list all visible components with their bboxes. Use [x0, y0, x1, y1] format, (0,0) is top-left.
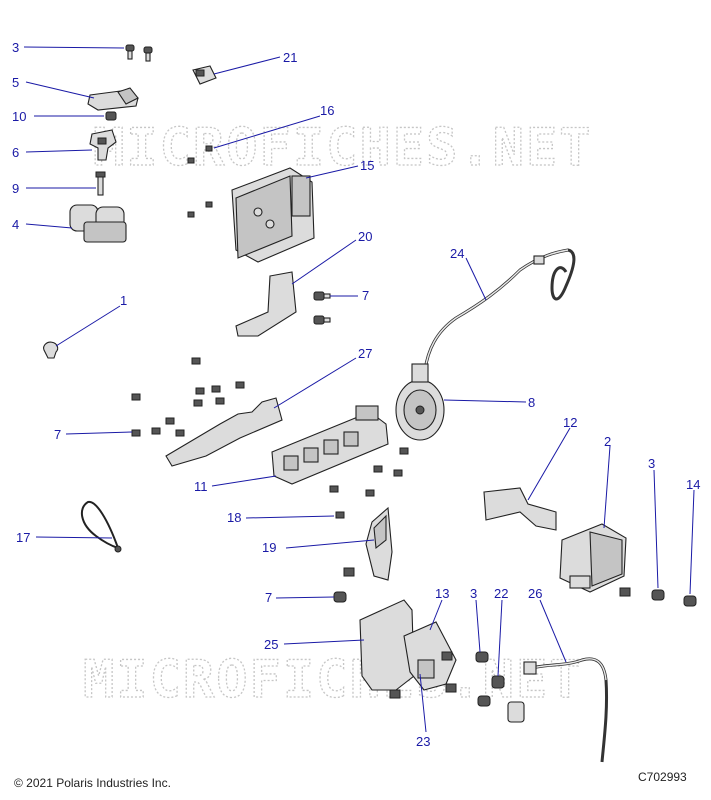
callout-23: 23	[416, 673, 430, 749]
callout-24: 24	[450, 246, 487, 301]
callout-13: 13	[429, 586, 449, 631]
callout-3-right: 3	[648, 456, 659, 589]
bracket-part	[87, 87, 139, 111]
watermark-top: MICROFICHES.NET	[93, 118, 593, 178]
svg-text:3: 3	[470, 586, 477, 601]
svg-text:24: 24	[450, 246, 464, 261]
ring-clip-part	[43, 341, 59, 359]
screw-19	[343, 567, 355, 577]
figure-code: C702993	[638, 770, 687, 784]
screw-set-27	[131, 357, 245, 437]
svg-text:23: 23	[416, 734, 430, 749]
harness-wire-part	[423, 248, 576, 371]
callout-7-c: 7	[265, 590, 335, 605]
sensor-wire-part	[523, 657, 609, 763]
callout-4: 4	[12, 217, 73, 232]
bent-bracket-part	[483, 487, 557, 531]
svg-text:9: 9	[12, 181, 19, 196]
svg-text:11: 11	[194, 479, 208, 494]
screw-set-20	[313, 291, 331, 325]
svg-text:3: 3	[12, 40, 19, 55]
callout-19: 19	[262, 539, 375, 555]
callout-1: 1	[55, 293, 127, 347]
screw-set-ecu	[187, 145, 213, 218]
callout-7-a: 7	[330, 288, 369, 303]
sensor-disk-part	[395, 363, 445, 441]
copyright-text: © 2021 Polaris Industries Inc.	[14, 776, 171, 790]
svg-text:17: 17	[16, 530, 30, 545]
watermark-bottom: MICROFICHES.NET	[83, 650, 583, 710]
svg-text:7: 7	[265, 590, 272, 605]
svg-text:16: 16	[320, 103, 334, 118]
voltage-regulator-part	[559, 523, 627, 593]
callout-3-bottom: 3	[470, 586, 481, 653]
svg-text:25: 25	[264, 637, 278, 652]
svg-text:26: 26	[528, 586, 542, 601]
callout-26: 26	[528, 586, 567, 663]
connector-part	[192, 65, 217, 85]
callout-10: 10	[12, 109, 104, 124]
cable-strap-part	[80, 500, 122, 553]
screw-set-11	[329, 447, 409, 519]
callout-11: 11	[194, 475, 277, 494]
callout-6: 6	[12, 145, 93, 160]
callout-22: 22	[494, 586, 508, 677]
svg-text:1: 1	[120, 293, 127, 308]
svg-text:20: 20	[358, 229, 372, 244]
svg-text:22: 22	[494, 586, 508, 601]
screw-pair-part	[125, 44, 153, 62]
svg-text:10: 10	[12, 109, 26, 124]
svg-text:3: 3	[648, 456, 655, 471]
svg-text:18: 18	[227, 510, 241, 525]
callout-3-top: 3	[12, 40, 125, 55]
callout-12: 12	[527, 415, 577, 501]
callout-5: 5	[12, 75, 95, 99]
relay-block-part	[69, 204, 127, 243]
svg-text:27: 27	[358, 346, 372, 361]
svg-text:14: 14	[686, 477, 700, 492]
fuse-block-part	[271, 405, 389, 485]
svg-text:7: 7	[362, 288, 369, 303]
screw-set-2	[619, 587, 697, 607]
callout-8: 8	[443, 395, 535, 410]
tall-bracket-part	[359, 599, 415, 691]
bolt-part	[95, 171, 106, 196]
callout-21: 21	[213, 50, 297, 75]
svg-text:2: 2	[604, 434, 611, 449]
callout-9: 9	[12, 181, 96, 196]
callout-7-b: 7	[54, 427, 133, 442]
callout-17: 17	[16, 530, 113, 545]
callout-20: 20	[291, 229, 372, 285]
callout-14: 14	[686, 477, 700, 595]
callout-25: 25	[264, 637, 365, 652]
svg-text:19: 19	[262, 540, 276, 555]
svg-text:6: 6	[12, 145, 19, 160]
callout-15: 15	[305, 158, 374, 179]
svg-text:5: 5	[12, 75, 19, 90]
callout-16: 16	[213, 103, 334, 149]
callout-18: 18	[227, 510, 335, 525]
wavy-bracket-part	[165, 397, 283, 467]
callout-27: 27	[273, 346, 372, 409]
clip-part	[89, 129, 117, 161]
ecu-module-part	[231, 167, 315, 263]
svg-text:15: 15	[360, 158, 374, 173]
svg-text:12: 12	[563, 415, 577, 430]
mount-plate-part	[365, 506, 393, 581]
callout-2: 2	[603, 434, 611, 529]
svg-text:4: 4	[12, 217, 19, 232]
l-bracket-part	[235, 271, 297, 337]
svg-text:8: 8	[528, 395, 535, 410]
plate-bracket-part	[403, 621, 457, 691]
svg-text:21: 21	[283, 50, 297, 65]
svg-text:13: 13	[435, 586, 449, 601]
svg-text:7: 7	[54, 427, 61, 442]
nut-part	[105, 111, 117, 121]
screw-7-lower	[333, 591, 347, 603]
